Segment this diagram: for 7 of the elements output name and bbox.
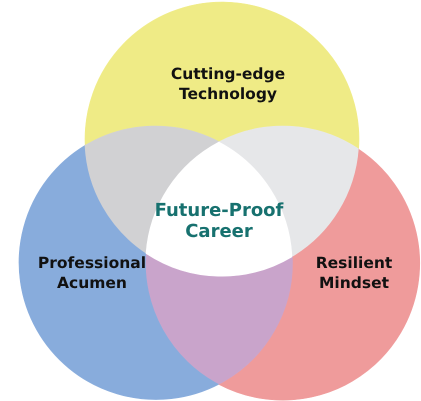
center-label: Future-Proof Career (154, 200, 284, 242)
intersection-region (146, 142, 292, 276)
venn-region (85, 2, 359, 149)
category-label: Professional Acumen (38, 254, 146, 292)
category-label: Cutting-edge Technology (170, 64, 286, 103)
category-label: Resilient Mindset (316, 254, 392, 292)
overlap-region (146, 253, 292, 384)
